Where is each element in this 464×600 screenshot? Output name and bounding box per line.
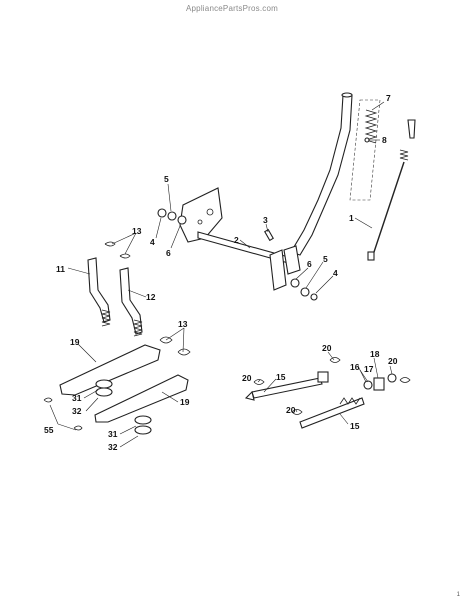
callout-16: 16 xyxy=(350,362,360,372)
lift-lever xyxy=(290,92,353,256)
lift-rod xyxy=(367,119,416,261)
callout-20-right: 20 xyxy=(388,356,398,366)
clip-4-left xyxy=(157,208,167,218)
callout-32-lower: 32 xyxy=(108,442,118,452)
callout-11: 11 xyxy=(56,264,65,274)
callout-4-left: 4 xyxy=(150,237,155,247)
pin-8 xyxy=(364,137,370,143)
block-17 xyxy=(373,377,385,391)
lift-arm-lower xyxy=(94,374,189,435)
callout-4-right: 4 xyxy=(333,268,338,278)
hairpin-13-top xyxy=(104,241,131,259)
callout-3: 3 xyxy=(263,215,268,225)
callout-20-left: 20 xyxy=(242,373,252,383)
bushing-6-right xyxy=(290,278,300,288)
clip-20-bottom xyxy=(291,409,303,415)
linkage-rod-lower xyxy=(299,397,365,429)
callout-32-upper: 32 xyxy=(72,406,82,416)
callout-8: 8 xyxy=(382,135,387,145)
callout-5-right: 5 xyxy=(323,254,328,264)
washer-18 xyxy=(387,373,397,383)
hairpin-55 xyxy=(43,397,83,431)
callout-7: 7 xyxy=(386,93,391,103)
callout-12: 12 xyxy=(146,292,156,302)
callout-13-top: 13 xyxy=(132,226,142,236)
callout-17: 17 xyxy=(364,364,374,374)
hairpin-13-bottom xyxy=(159,336,191,356)
callout-19-upper: 19 xyxy=(70,337,80,347)
callout-20-top: 20 xyxy=(322,343,332,353)
callout-31-upper: 31 xyxy=(72,393,82,403)
bushing-6-left xyxy=(177,215,187,225)
pin-3 xyxy=(264,228,274,242)
callout-2: 2 xyxy=(234,235,239,245)
spring-7 xyxy=(364,109,378,144)
leader-lines xyxy=(49,101,393,448)
callout-15-lower: 15 xyxy=(350,421,360,431)
callout-20-bottom: 20 xyxy=(286,405,296,415)
callout-13-bottom: 13 xyxy=(178,319,188,329)
clip-20-right xyxy=(399,377,411,383)
callouts: 7 8 1 2 3 5 4 6 6 5 4 13 11 12 13 19 19 … xyxy=(44,93,398,452)
page-marker: 1 xyxy=(456,592,460,598)
nut-16 xyxy=(363,380,373,390)
callout-15-upper: 15 xyxy=(276,372,286,382)
clip-20-left xyxy=(253,379,265,385)
callout-6-left: 6 xyxy=(166,248,171,258)
callout-1: 1 xyxy=(349,213,354,223)
watermark: AppliancePartsPros.com xyxy=(186,4,278,13)
lift-link-11 xyxy=(87,257,111,327)
spring-guide-outline xyxy=(349,99,381,201)
clip-4-right xyxy=(310,293,318,301)
washer-5-right xyxy=(300,287,310,297)
linkage-rod-upper xyxy=(244,371,329,401)
callout-31-lower: 31 xyxy=(108,429,118,439)
callout-55: 55 xyxy=(44,425,54,435)
callout-18: 18 xyxy=(370,349,380,359)
washer-5-left xyxy=(167,211,177,221)
lift-shaft xyxy=(197,231,301,291)
clip-20-top xyxy=(329,357,341,363)
lift-arm-upper xyxy=(59,344,161,397)
lift-link-12 xyxy=(119,267,143,337)
callout-19-lower: 19 xyxy=(180,397,190,407)
callout-5-left: 5 xyxy=(164,174,169,184)
callout-6-right: 6 xyxy=(307,259,312,269)
